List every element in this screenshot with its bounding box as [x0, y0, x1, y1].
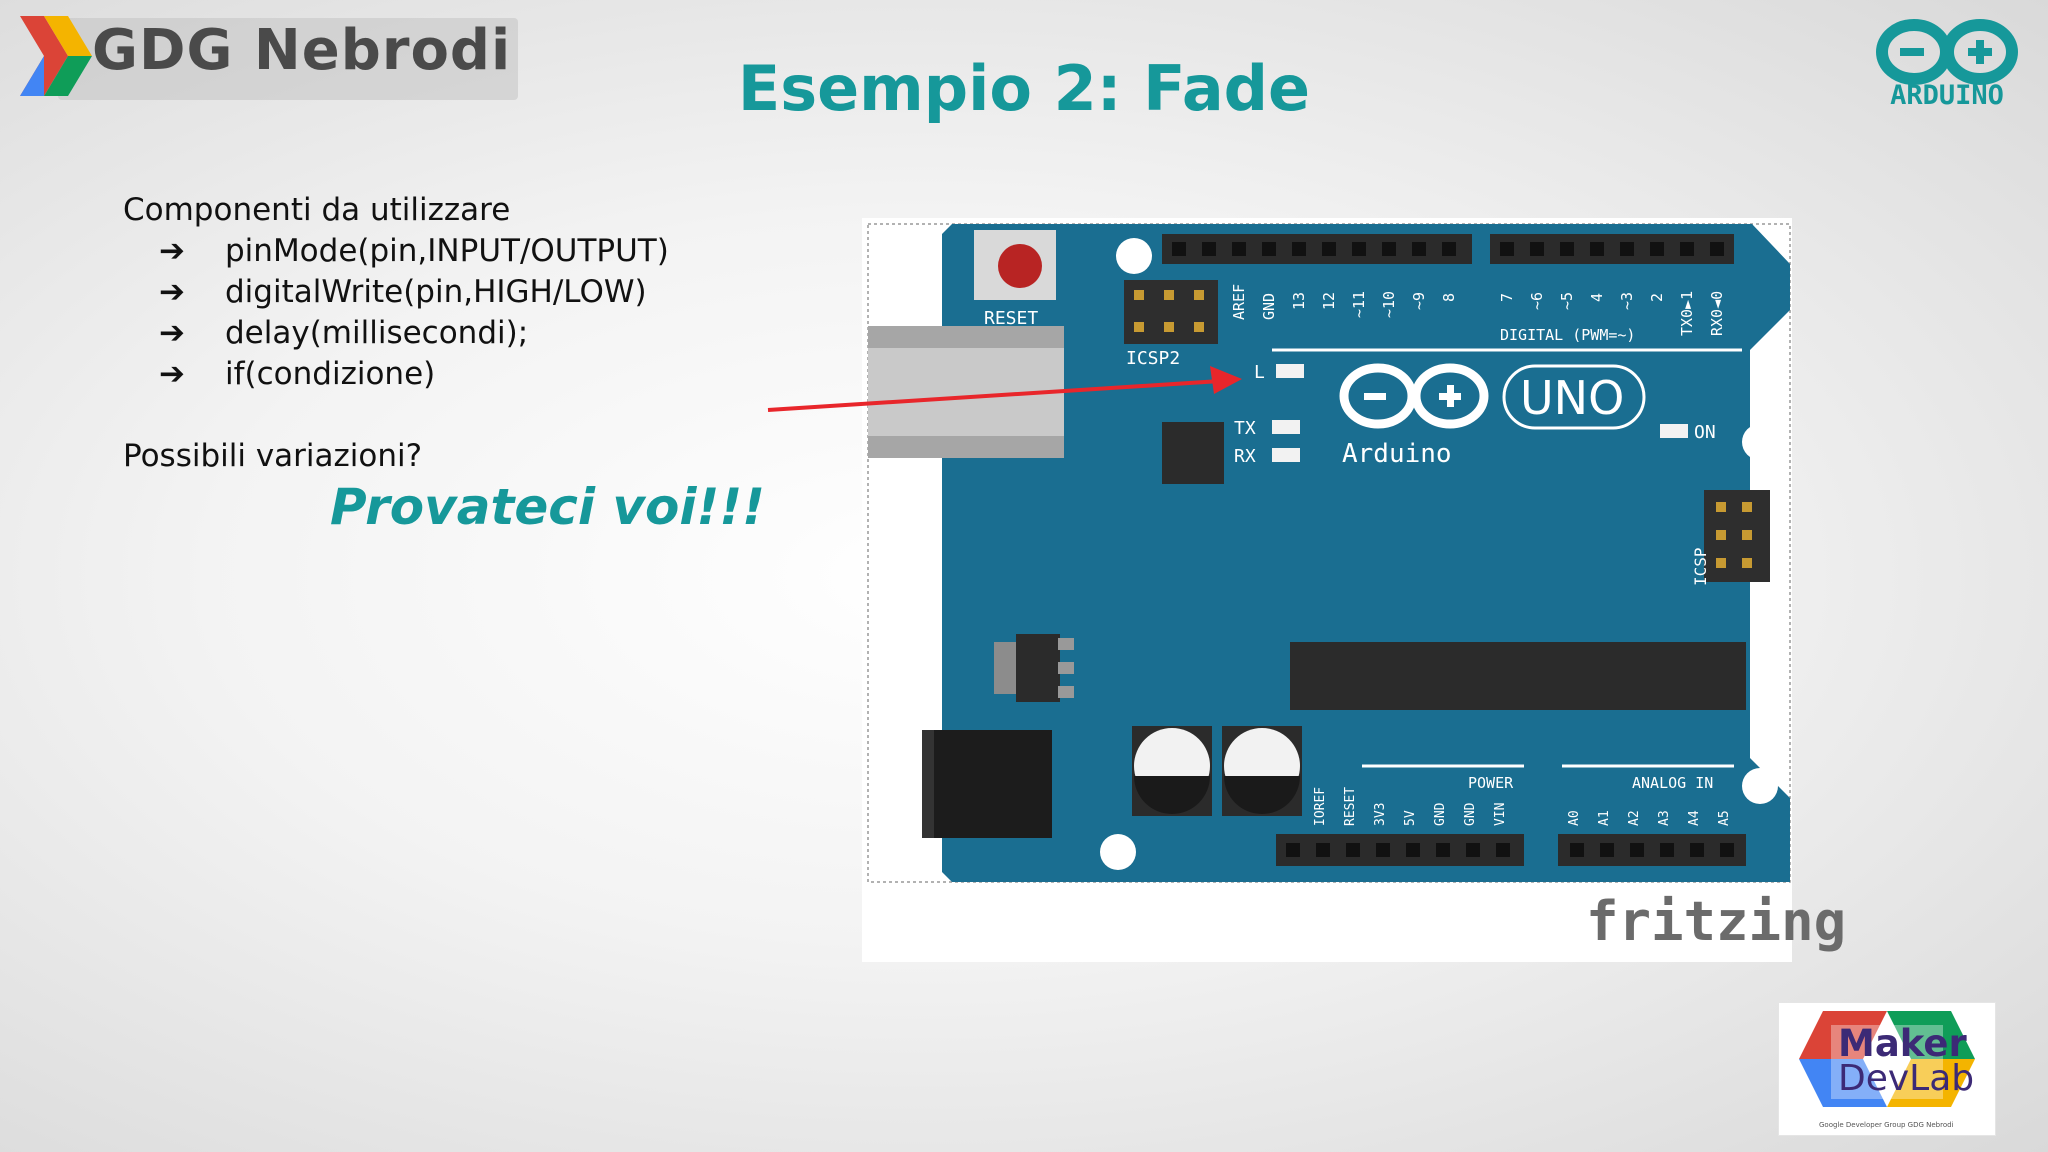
pin-label: ~5 [1558, 292, 1576, 310]
l-led-label: L [1254, 362, 1265, 383]
pin-label: A4 [1687, 810, 1702, 826]
arrow-icon: ➔ [159, 315, 185, 351]
maker-label: Maker [1838, 1022, 1967, 1065]
list-item: ➔ if(condizione) [123, 354, 763, 395]
pin-label: A0 [1567, 810, 1582, 826]
pin-label: RESET [1343, 787, 1358, 826]
pin-label: 8 [1440, 293, 1458, 302]
pin-label: ~11 [1350, 291, 1368, 318]
pin-label: A2 [1627, 810, 1642, 826]
arrow-icon: ➔ [159, 233, 185, 269]
pin-label: A5 [1717, 810, 1732, 826]
arrow-icon: ➔ [159, 274, 185, 310]
arduino-uno-board-image: RESET ICSP2 AREF GND 13 12 ~11 ~10 ~9 8 … [862, 218, 1792, 962]
pin-label: A1 [1597, 810, 1612, 826]
pin-label: ~9 [1410, 292, 1428, 310]
pin-label: RX0◄0 [1708, 291, 1726, 336]
variations-question: Possibili variazioni? [123, 438, 423, 474]
gdg-logo-text: GDG Nebrodi [92, 18, 512, 83]
maker-devlab-logo: Google Developer Group GDG Nebrodi [1778, 1002, 1996, 1136]
pin-label: IOREF [1313, 787, 1328, 826]
list-item-text: if(condizione) [225, 356, 436, 392]
rx-led-label: RX [1234, 446, 1256, 467]
analog-label: ANALOG IN [1632, 774, 1713, 792]
pin-label: VIN [1493, 803, 1508, 826]
components-heading: Componenti da utilizzare [123, 192, 511, 228]
pin-label: A3 [1657, 810, 1672, 826]
arrow-icon: ➔ [159, 356, 185, 392]
devlab-label: DevLab [1838, 1058, 1975, 1099]
list-item: ➔ delay(millisecondi); [123, 313, 763, 354]
digital-label: DIGITAL (PWM=~) [1500, 326, 1635, 344]
list-item-text: pinMode(pin,INPUT/OUTPUT) [225, 233, 669, 269]
pin-label: GND [1260, 293, 1278, 320]
uno-label: UNO [1520, 371, 1624, 425]
pin-label: AREF [1230, 284, 1248, 320]
pin-label: ~3 [1618, 292, 1636, 310]
gdg-nebrodi-logo [20, 16, 518, 100]
power-label: POWER [1468, 774, 1514, 792]
list-item: ➔ digitalWrite(pin,HIGH/LOW) [123, 272, 763, 313]
slide-title: Esempio 2: Fade [737, 52, 1311, 125]
pin-label: 12 [1320, 292, 1338, 310]
icsp-label: ICSP [1691, 547, 1710, 586]
pin-label: 3V3 [1373, 803, 1388, 826]
pin-label: GND [1433, 802, 1448, 826]
arduino-logo-text: ARDUINO [1890, 80, 2004, 111]
tx-led-label: TX [1234, 418, 1256, 439]
pin-label: GND [1463, 802, 1478, 826]
pin-label: ~6 [1528, 292, 1546, 310]
call-to-action: Provateci voi!!! [330, 478, 765, 536]
list-item-text: delay(millisecondi); [225, 315, 529, 351]
pin-label: 13 [1290, 292, 1308, 310]
brand-label: Arduino [1342, 439, 1452, 469]
pin-label: 5V [1403, 810, 1418, 826]
red-pointer-arrow [767, 366, 1242, 412]
fritzing-watermark: fritzing [1586, 890, 1847, 953]
pin-label: 2 [1648, 293, 1666, 302]
arduino-logo [1876, 19, 2018, 85]
list-item: ➔ pinMode(pin,INPUT/OUTPUT) [123, 231, 763, 272]
on-led-label: ON [1694, 422, 1716, 443]
components-list: Componenti da utilizzare ➔ pinMode(pin,IN… [123, 190, 763, 477]
pin-label: ~10 [1380, 291, 1398, 318]
pin-label: 4 [1588, 293, 1606, 302]
icsp2-label: ICSP2 [1126, 348, 1180, 369]
pin-label: 7 [1498, 293, 1516, 302]
maker-caption: Google Developer Group GDG Nebrodi [1819, 1121, 1954, 1129]
pin-label: TX0►1 [1678, 291, 1696, 336]
reset-label: RESET [984, 308, 1038, 329]
list-item-text: digitalWrite(pin,HIGH/LOW) [225, 274, 647, 310]
maker-devlab-emblem: Google Developer Group GDG Nebrodi [1799, 1011, 1975, 1129]
